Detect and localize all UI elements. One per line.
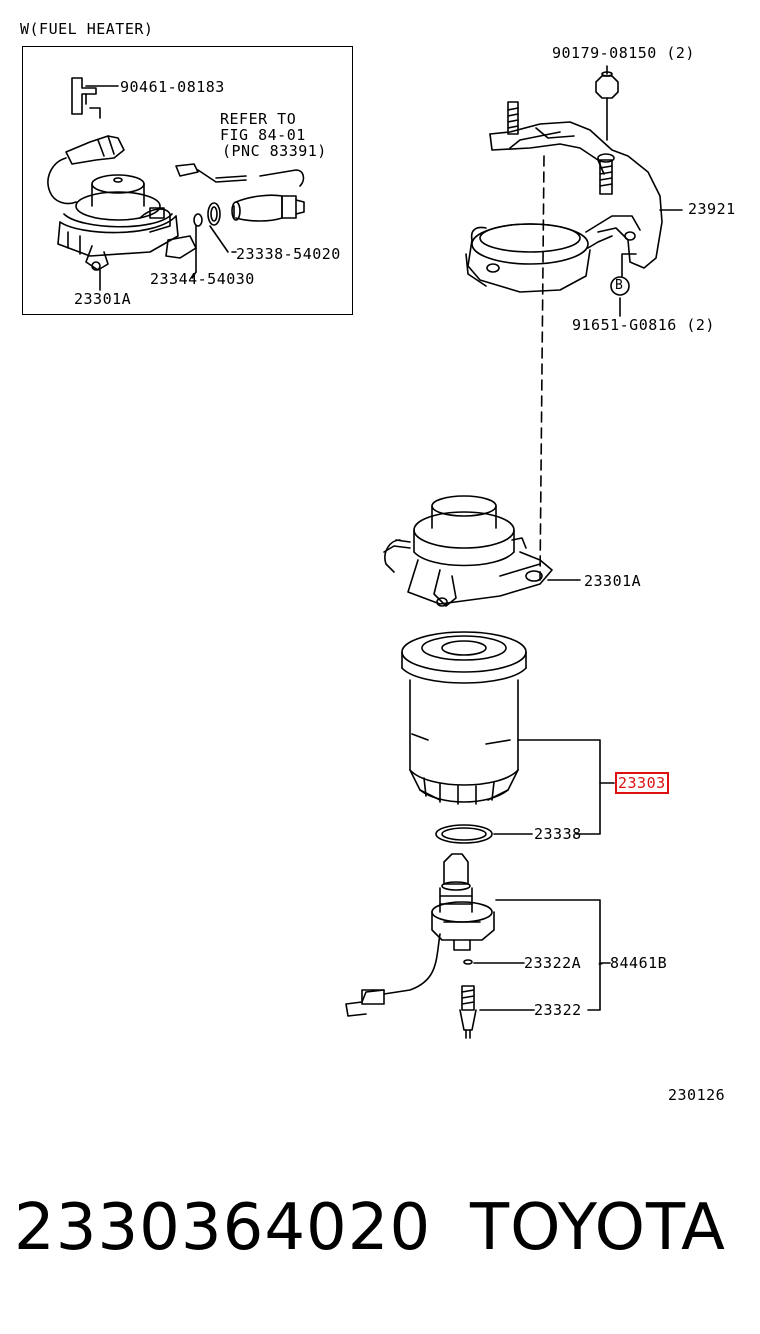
inset-frame xyxy=(22,46,353,315)
sedimenter-drawing xyxy=(345,853,611,1039)
part-number: 2330364020 xyxy=(14,1191,432,1265)
brand-name: TOYOTA xyxy=(470,1191,726,1265)
ref-circle-b: B xyxy=(615,278,624,293)
bracket-drawing xyxy=(465,65,683,317)
filter-head-drawing xyxy=(383,495,581,607)
label-23338: 23338 xyxy=(534,825,582,843)
inset-title: W(FUEL HEATER) xyxy=(20,20,154,38)
label-refer-pnc: (PNC 83391) xyxy=(222,142,327,160)
label-23322: 23322 xyxy=(534,1001,582,1019)
label-90461-08183: 90461-08183 xyxy=(120,78,225,96)
label-inset-23301a: 23301A xyxy=(74,290,132,308)
label-23301a: 23301A xyxy=(584,572,642,590)
label-dash: - xyxy=(596,954,606,972)
label-23303-highlighted[interactable]: 23303 xyxy=(615,772,669,794)
label-91651-g0816: 91651-G0816 (2) xyxy=(572,316,715,334)
label-refer-fig: FIG 84-01 xyxy=(220,126,306,144)
o-ring-drawing xyxy=(435,824,533,844)
label-23322a: 23322A xyxy=(524,954,582,972)
label-84461b: 84461B xyxy=(610,954,668,972)
label-refer-to: REFER TO xyxy=(220,110,297,128)
diagram-number: 230126 xyxy=(668,1086,726,1104)
alignment-line xyxy=(539,155,545,581)
filter-cartridge-drawing xyxy=(401,631,615,835)
label-23338-54020: 23338-54020 xyxy=(236,245,341,263)
label-90179-08150: 90179-08150 (2) xyxy=(552,44,695,62)
inset-assembly-drawing xyxy=(47,77,305,291)
label-23344-54030: 23344-54030 xyxy=(150,270,255,288)
label-23921: 23921 xyxy=(688,200,736,218)
